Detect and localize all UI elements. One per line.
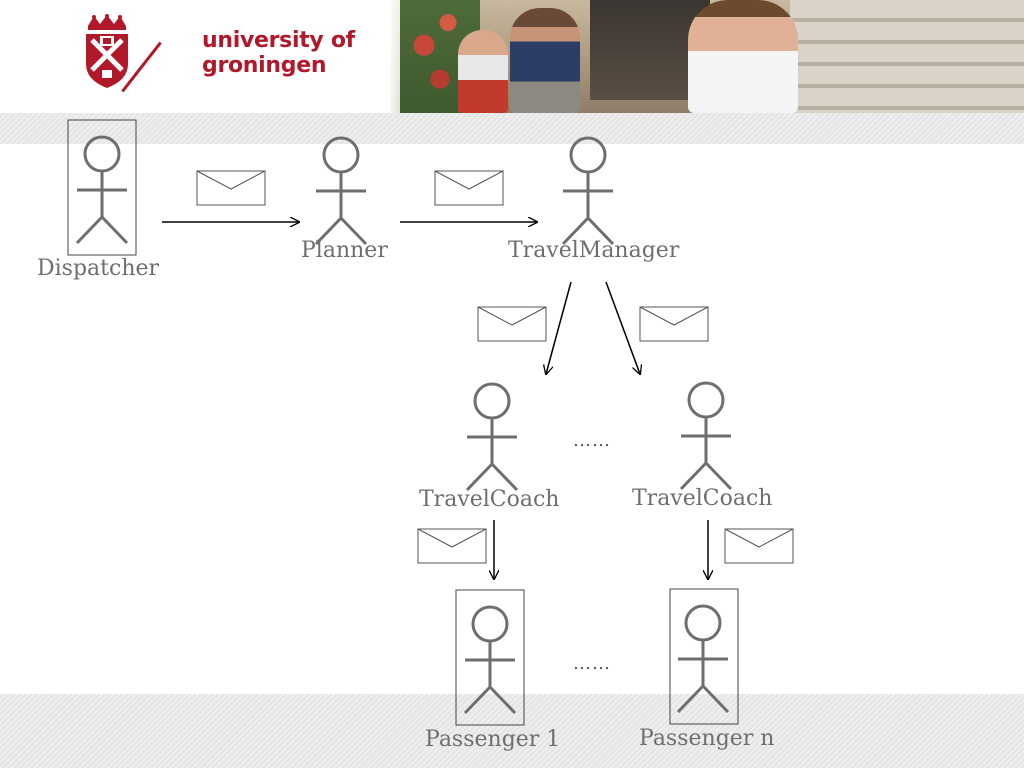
photo-person-2 (510, 8, 580, 113)
passengers-ellipsis: …… (573, 653, 611, 674)
travel-manager-actor-icon (561, 136, 615, 246)
travel-coach-1-label: TravelCoach (419, 487, 560, 512)
photo-person-3 (688, 0, 798, 113)
university-wordmark[interactable]: university of groningen (202, 28, 355, 78)
planner-label: Planner (301, 238, 388, 263)
envelope-icon (724, 528, 794, 564)
header-photo (390, 0, 1024, 113)
passenger-1-label: Passenger 1 (425, 727, 561, 752)
envelope-icon (417, 528, 487, 564)
envelope-icon (477, 306, 547, 342)
envelope-icon (196, 170, 266, 206)
dispatcher-label: Dispatcher (37, 256, 160, 281)
passenger-n-label: Passenger n (639, 726, 775, 751)
arrow-travelmanager-to-coach-2 (605, 281, 640, 374)
wordmark-line1: university of (202, 28, 355, 53)
university-crest-icon (86, 14, 128, 88)
dispatcher-box (67, 119, 137, 256)
decorative-band-bottom (0, 694, 1024, 768)
photo-steps (790, 0, 1024, 113)
envelope-icon (639, 306, 709, 342)
wordmark-line2: groningen (202, 53, 327, 78)
passenger-n-box (669, 588, 739, 725)
travel-coach-1-actor-icon (465, 382, 519, 492)
passenger-n-actor-icon (676, 604, 730, 714)
travel-coach-2-actor-icon (679, 381, 733, 491)
travel-manager-label: TravelManager (508, 238, 680, 263)
arrow-travelmanager-to-coach-1 (546, 281, 572, 374)
header-banner: university of groningen (0, 0, 1024, 113)
decorative-band-top (0, 113, 1024, 144)
photo-person-1 (458, 30, 508, 113)
coaches-ellipsis: …… (573, 430, 611, 451)
travel-coach-2-label: TravelCoach (632, 486, 773, 511)
passenger-1-box (455, 589, 525, 726)
passenger-1-actor-icon (463, 605, 517, 715)
envelope-icon (434, 170, 504, 206)
planner-actor-icon (314, 136, 368, 246)
dispatcher-actor-icon (75, 135, 129, 245)
